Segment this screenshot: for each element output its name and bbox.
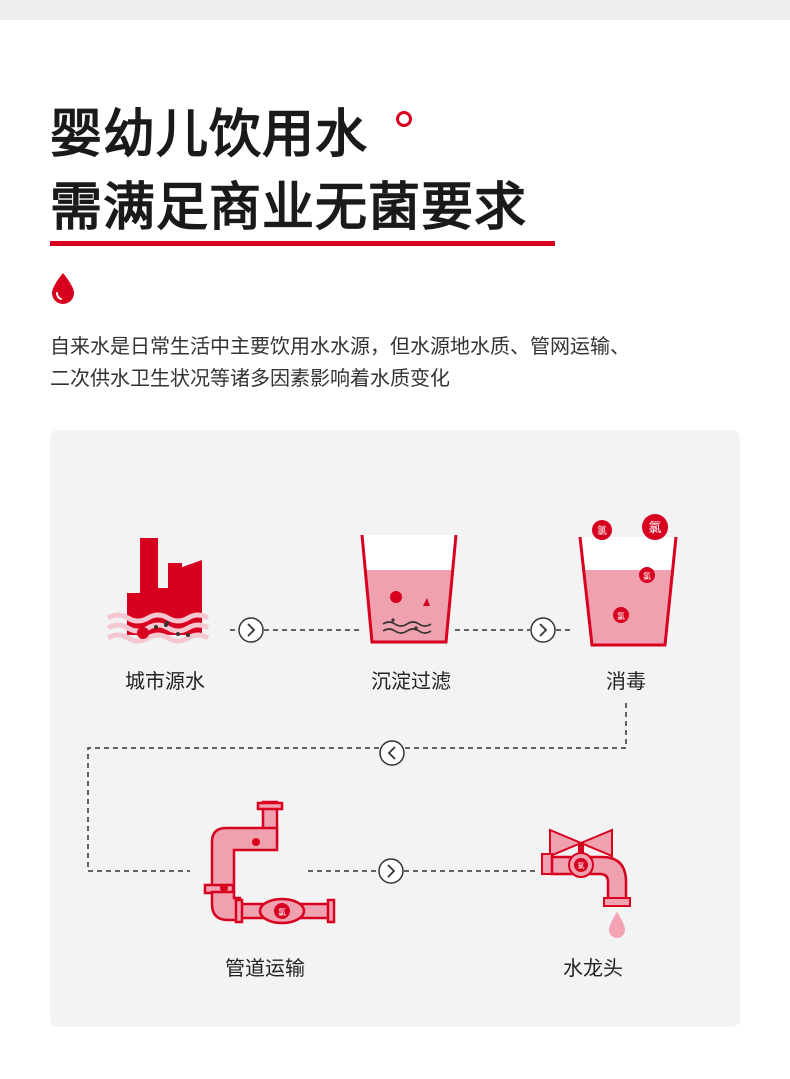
svg-text:氯: 氯 (278, 907, 286, 917)
city-buildings-icon (106, 538, 210, 644)
svg-text:氯: 氯 (617, 611, 625, 621)
description: 自来水是日常生活中主要饮用水水源，但水源地水质、管网运输、 二次供水卫生状况等诸… (50, 330, 750, 394)
sediment-cup-icon (360, 534, 458, 644)
faucet-icon (541, 828, 631, 907)
flow-connectors (87, 629, 627, 872)
page-title-line1: 婴幼儿饮用水 (50, 105, 369, 165)
pipe-joint (220, 884, 228, 892)
title-underline (50, 241, 555, 246)
chlorine-badge: 氯 (639, 567, 655, 583)
water-flow-panel: 氯 氯 氯 氯 氯 (50, 430, 740, 1027)
disinfect-cup-icon (578, 536, 678, 647)
svg-text:氯: 氯 (648, 521, 661, 536)
water-drop-icon (52, 273, 74, 304)
chlorine-badge: 氯 (274, 903, 290, 919)
description-line2: 二次供水卫生状况等诸多因素影响着水质变化 (50, 366, 450, 390)
arrow-right-icon (238, 617, 264, 643)
svg-text:氯: 氯 (643, 571, 651, 581)
svg-text:氯: 氯 (597, 524, 607, 537)
pipeline-icon (203, 800, 336, 925)
arrow-left-icon (379, 740, 405, 766)
step-label-city-water: 城市源水 (125, 669, 205, 693)
page-title-line2: 需满足商业无菌要求 (50, 178, 528, 238)
svg-text:氯: 氯 (578, 861, 585, 870)
water-drop-icon (609, 912, 625, 938)
title-degree-dot-icon (396, 111, 412, 127)
arrow-right-icon (378, 858, 404, 884)
pipe-joint (252, 838, 260, 846)
chlorine-badge: 氯 (574, 858, 588, 872)
step-label-disinfect: 消毒 (606, 669, 646, 693)
top-bar (0, 0, 790, 20)
flow-diagram: 氯 氯 氯 氯 氯 (87, 514, 678, 938)
step-label-faucet: 水龙头 (563, 956, 623, 980)
chlorine-badge: 氯 (613, 607, 629, 623)
chlorine-badge: 氯 (592, 520, 612, 540)
step-label-sediment: 沉淀过滤 (371, 669, 451, 693)
arrow-right-icon (530, 617, 556, 643)
step-label-pipeline: 管道运输 (225, 956, 305, 980)
chlorine-badge: 氯 (642, 514, 668, 540)
description-line1: 自来水是日常生活中主要饮用水水源，但水源地水质、管网运输、 (50, 334, 630, 358)
